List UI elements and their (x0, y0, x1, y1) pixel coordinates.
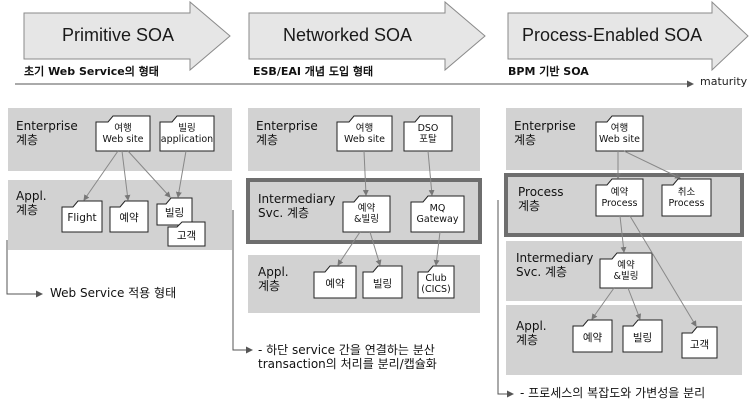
col2-appl-label: Appl.계층 (258, 265, 289, 293)
maturity-label: maturity (700, 75, 748, 88)
col3-note: - 프로세스의 복잡도와 가변성을 분리 (520, 386, 706, 400)
phase-subtitle-networked: ESB/EAI 개념 도입 형태 (253, 65, 374, 78)
phase-subtitle-process-enabled: BPM 기반 SOA (508, 65, 589, 78)
col3-appl-label: Appl.계층 (516, 319, 547, 347)
col1-box-flight-text: Flight (67, 212, 97, 224)
col3-box-billing (622, 319, 663, 353)
col3-box-reservation-process (595, 178, 644, 217)
col3-box-cancel-process (661, 178, 712, 217)
col2-box-reservation-text: 예약 (325, 278, 345, 290)
col2-box-web-site (336, 115, 393, 152)
col1-box-flight (61, 200, 103, 233)
col2-box-billing (362, 265, 403, 299)
phase-title-networked: Networked SOA (283, 25, 413, 45)
col3-box-web-site (595, 115, 644, 152)
col2-box-club-cics (417, 265, 455, 299)
phase-arrow-2 (248, 0, 486, 72)
col1-note: Web Service 적용 형태 (50, 286, 177, 300)
phase-arrow-1 (23, 0, 231, 72)
col2-box-club-cics-text: Club(CICS) (421, 273, 451, 295)
col1-box-reservation-text: 예약 (119, 212, 139, 224)
col1-connectors (83, 150, 187, 201)
col2-box-dso-portal (403, 115, 453, 152)
phase-title-primitive: Primitive SOA (62, 25, 175, 45)
col1-box-billing (156, 197, 193, 226)
phase-subtitle-primitive: 초기 Web Service의 형태 (24, 65, 159, 78)
col2-box-reservation-billing-text: 예약&빌링 (354, 203, 379, 225)
col2-box-reservation-billing (342, 195, 391, 233)
col1-box-billing-text: 빌링 (164, 207, 185, 219)
col2-box-mq-gateway (410, 195, 465, 233)
col2-box-billing-text: 빌링 (372, 278, 393, 290)
col3-box-customer-text: 고객 (689, 339, 710, 351)
col3-box-billing-text: 빌링 (632, 332, 653, 344)
col3-box-reservation-billing-text: 예약&빌링 (613, 260, 639, 282)
col3-box-customer (681, 326, 718, 359)
col1-box-web-site (95, 115, 151, 152)
phase-title-process-enabled: Process-Enabled SOA (522, 25, 703, 45)
col1-appl-label: Appl.계층 (16, 189, 47, 217)
col1-box-customer-text: 고객 (176, 230, 197, 242)
phase-arrow-3 (507, 0, 749, 72)
col2-box-reservation (313, 265, 357, 299)
col1-box-billing-app (159, 115, 215, 152)
col2-connectors (337, 150, 441, 266)
col3-box-reservation (572, 319, 613, 353)
col1-box-customer (167, 221, 206, 247)
col3-connectors (591, 150, 697, 327)
col3-box-reservation-text: 예약 (582, 332, 603, 344)
note-brackets (6, 200, 514, 398)
col1-box-reservation (109, 200, 149, 233)
